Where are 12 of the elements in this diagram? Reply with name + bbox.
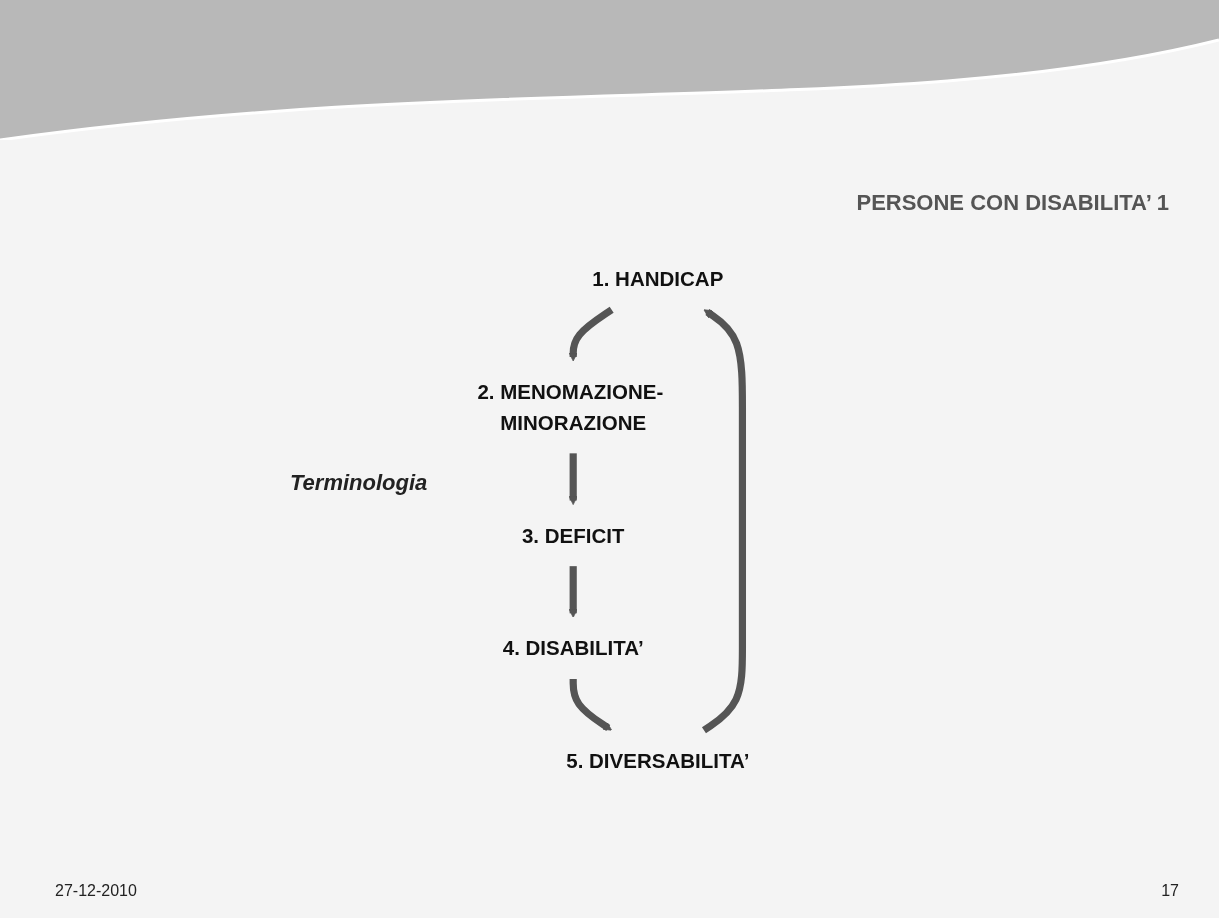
arrow bbox=[568, 306, 614, 362]
slide-title: PERSONE CON DISABILITA’ 1 bbox=[856, 190, 1169, 216]
node-text: 3. DEFICIT bbox=[521, 524, 625, 547]
page-number: 17 bbox=[1161, 882, 1179, 900]
center-label: Terminologia bbox=[290, 470, 428, 496]
date-footer: 27-12-2010 bbox=[55, 882, 137, 900]
arrow bbox=[701, 309, 746, 734]
node-text: 5. DIVERSABILITA’ bbox=[566, 749, 750, 773]
node-text: 1. HANDICAP bbox=[592, 267, 724, 291]
arrow bbox=[569, 678, 613, 731]
node-text: 2. MENOMAZIONE- MINORAZIONE bbox=[477, 380, 664, 434]
node-text: 4. DISABILITA’ bbox=[502, 636, 644, 660]
